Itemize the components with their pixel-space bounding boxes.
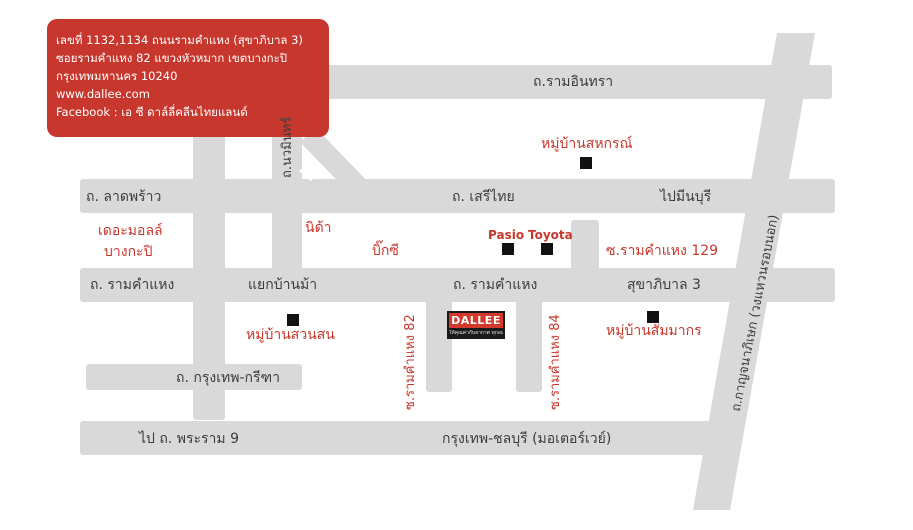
label-the-mall: เดอะมอลล์ [98,223,163,239]
dallee-logo-tagline: ให้คุณค่ากับอากาศ ทุกลมหายใจ [449,330,503,336]
dallee-logo: DALLEE ให้คุณค่ากับอากาศ ทุกลมหายใจ [447,311,505,339]
marker-mb-sammakorn [647,311,659,323]
label-soi-84: ซ.รามคำแหง 84 [548,314,563,410]
label-mb-sahakorn: หมู่บ้านสหกรณ์ [541,136,633,152]
facebook-label[interactable]: Facebook : เอ ซี ดาล์ลี่คลีนไทยแลนด์ [56,105,248,119]
label-big-c: บิ๊กซี [372,243,399,259]
address-line-1: เลขที่ 1132,1134 ถนนรามคำแหง (สุขาภิบาล … [56,33,303,47]
road-soi-82 [426,300,452,392]
label-nida: นิด้า [305,220,332,236]
road-soi-84 [516,300,542,392]
label-motorway: กรุงเทพ-ชลบุรี (มอเตอร์เวย์) [442,431,612,447]
label-to-rama-9: ไป ถ. พระราม 9 [139,431,239,447]
address-box: เลขที่ 1132,1134 ถนนรามคำแหง (สุขาภิบาล … [47,19,329,137]
marker-toyota [541,243,553,255]
address-line-3: กรุงเทพมหานคร 10240 [56,69,178,83]
label-seri-thai: ถ. เสรีไทย [452,189,515,205]
label-the-mall-bangkapi: บางกะปิ [104,244,153,260]
label-mb-sammakorn: หมู่บ้านสัมมากร [606,323,702,339]
label-ram-intra: ถ.รามอินทรา [533,74,614,90]
label-soi-129: ซ.รามคำแหง 129 [606,243,719,259]
label-toyota: Toyota [528,228,573,242]
dallee-logo-brand: DALLEE [449,313,503,328]
label-mb-suanson: หมู่บ้านสวนสน [246,327,335,343]
road-lat-phrao [80,179,835,213]
road-motorway [80,421,728,455]
marker-pasio [502,243,514,255]
address-line-2: ซอยรามคำแหง 82 แขวงหัวหมาก เขตบางกะปิ [56,51,288,65]
road-soi-129 [571,220,599,270]
label-pasio: Pasio [488,228,525,242]
label-lat-phrao: ถ. ลาดพร้าว [86,189,162,205]
label-soi-82: ซ.รามคำแหง 82 [403,314,418,410]
road-diagonal-nawamin [300,128,372,200]
road-kanchanaphisek [693,33,815,510]
label-to-min-buri: ไปมีนบุรี [660,189,712,205]
road-mark [299,168,313,182]
label-krungthep-kreetha: ถ. กรุงเทพ-กรีฑา [176,370,280,386]
marker-mb-sahakorn [580,157,592,169]
label-ramkhamhaeng-left: ถ. รามคำแหง [90,277,175,293]
road-left-vertical [193,130,225,420]
road-ram-intra [272,65,832,99]
website-link[interactable]: www.dallee.com [56,87,150,101]
road-nawamin [272,100,302,280]
label-ramkhamhaeng-mid: ถ. รามคำแหง [453,277,538,293]
label-yaek-ban-ma: แยกบ้านม้า [248,277,318,293]
label-sukhaphiban-3: สุขาภิบาล 3 [627,277,701,293]
marker-mb-suanson [287,314,299,326]
road-ramkhamhaeng [80,268,835,302]
label-nawamin: ถ.นวมินทร์ [280,116,295,178]
